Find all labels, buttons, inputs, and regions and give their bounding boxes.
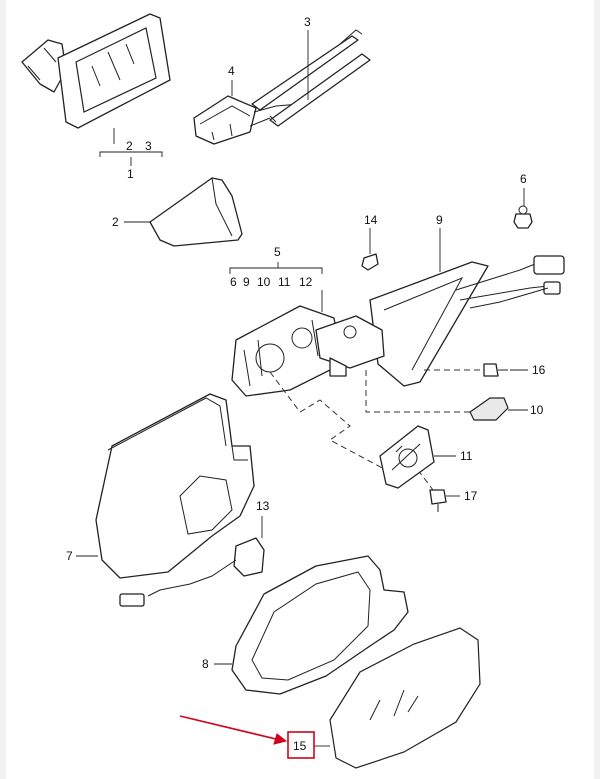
part-2-base-cover [149,177,243,247]
callout-10-in-group-5: 10 [257,275,271,289]
connector-plug-large [533,255,565,275]
mirror-bracket-assembly [231,305,385,397]
part-14-screw [361,253,379,271]
part-7-mirror-housing [95,393,255,579]
page-edge-right [594,0,600,779]
callout-2-in-group-1: 2 [126,139,133,153]
part-13-lamp-socket [119,537,265,607]
highlight-box-15 [287,731,315,759]
assembly-line-10 [365,370,470,413]
callout-9-in-group-5: 9 [243,275,250,289]
callout-4: 4 [228,64,235,78]
part-3-cover-strips [251,29,371,127]
part-1-complete-mirror [21,13,171,129]
part-4-motor-unit [193,95,301,145]
part-11-adjusting-plate [379,425,435,489]
connector-plug-small [543,281,561,295]
part-8-trim-ring [231,555,409,695]
callout-12-in-group-5: 12 [299,275,313,289]
highlight-arrow [179,715,288,745]
callout-10: 10 [530,403,544,417]
callout-16: 16 [532,363,546,377]
callout-11: 11 [460,449,473,463]
callout-3: 3 [304,15,311,29]
callout-11-in-group-5: 11 [278,275,291,289]
part-17-bolt [429,489,447,512]
assembly-line-11 [269,371,387,471]
callout-13: 13 [256,499,270,513]
callout-8: 8 [202,657,209,671]
callout-6-in-group-5: 6 [230,275,237,289]
callout-6: 6 [520,172,527,186]
part-10-cap [469,397,509,421]
part-15-mirror-glass [329,627,481,769]
callout-15: 15 [293,739,307,753]
wire-connector [119,593,145,607]
callout-9: 9 [436,213,443,227]
part-16-screw [483,363,508,377]
callout-7: 7 [66,549,73,563]
callout-14: 14 [364,213,378,227]
callout-5: 5 [274,245,281,259]
callout-1: 1 [127,167,134,181]
callout-3-in-group-1: 3 [145,139,152,153]
callout-2: 2 [112,215,119,229]
part-9-mirror-base [369,255,565,387]
part-6-clip-nut [513,205,533,229]
callout-17: 17 [464,489,478,503]
page-edge-left [0,0,6,779]
